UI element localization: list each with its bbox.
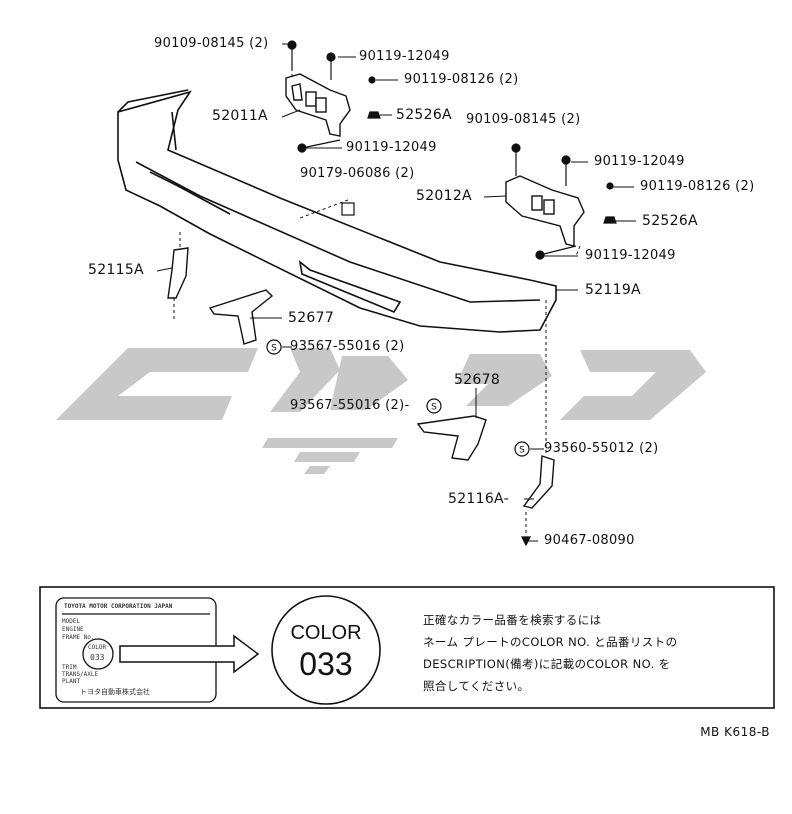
support-52677 xyxy=(208,289,274,345)
label-52526A-left: 52526A xyxy=(396,107,452,123)
color-code-number: 033 xyxy=(299,646,353,682)
plate-field-color: COLOR xyxy=(88,644,107,651)
plate-field-engine: ENGINE xyxy=(62,626,84,633)
plate-maker: トヨタ自動車株式会社 xyxy=(80,688,150,696)
label-93567-55016-left: 93567-55016 (2) xyxy=(290,339,405,354)
plate-field-model: MODEL xyxy=(62,618,81,625)
plate-field-trim: TRIM xyxy=(62,664,77,671)
s-mark-icons xyxy=(266,339,531,547)
label-90119-08126-right: 90119-08126 (2) xyxy=(640,179,755,194)
notice-line-2: ネーム プレートのCOLOR NO. と品番リストの xyxy=(423,635,678,649)
notice-line-3: DESCRIPTION(備考)に記載のCOLOR NO. を xyxy=(423,657,671,671)
plate-field-trans: TRANS/AXLE xyxy=(62,671,99,678)
bracket-52012A xyxy=(505,175,585,247)
stays-supports xyxy=(167,247,555,509)
label-90119-12049-right: 90119-12049 xyxy=(594,154,685,169)
label-90467-08090: 90467-08090 xyxy=(544,533,635,548)
stay-52115A xyxy=(167,247,189,299)
leader-lines xyxy=(173,50,581,534)
plate-field-frame: FRAME No. xyxy=(62,634,95,641)
label-52526A-right: 52526A xyxy=(642,213,698,229)
fasteners xyxy=(287,40,617,260)
color-code-circle xyxy=(271,595,381,705)
label-93567-55016-right: 93567-55016 (2)- xyxy=(290,398,410,413)
bumper-52119A xyxy=(117,89,557,333)
label-90109-08145-left: 90109-08145 (2) xyxy=(154,36,269,51)
notice-box xyxy=(39,586,775,709)
s-mark-icon: S xyxy=(519,446,525,456)
label-52116A: 52116A- xyxy=(448,491,509,507)
label-52119A: 52119A xyxy=(585,282,641,298)
label-90119-12049-a: 90119-12049 xyxy=(359,49,450,64)
label-52012A: 52012A xyxy=(416,188,472,204)
label-93560-55012: 93560-55012 (2) xyxy=(544,441,659,456)
label-90119-08126-left: 90119-08126 (2) xyxy=(404,72,519,87)
color-code-word: COLOR xyxy=(290,622,362,644)
footer-code: MB K618-B xyxy=(700,725,770,739)
label-90179-06086: 90179-06086 (2) xyxy=(300,166,415,181)
arrow-icon xyxy=(119,634,260,674)
s-mark-icon: S xyxy=(271,344,277,354)
label-52678: 52678 xyxy=(454,372,501,388)
notice-line-4: 照合してください。 xyxy=(423,679,530,693)
label-90119-12049-lower-left: 90119-12049 xyxy=(346,140,437,155)
plate-color-value: 033 xyxy=(90,653,105,662)
s-mark-icon: S xyxy=(431,403,437,413)
label-52115A: 52115A xyxy=(88,262,144,278)
support-52678 xyxy=(416,415,487,461)
watermark-logo xyxy=(56,348,706,474)
plate-field-plant: PLANT xyxy=(62,678,81,685)
stay-52116A xyxy=(522,455,555,509)
notice-line-1: 正確なカラー品番を検索するには xyxy=(423,613,602,627)
callout-lines xyxy=(156,43,636,542)
label-90119-12049-lower-right: 90119-12049 xyxy=(585,248,676,263)
label-90109-08145-right: 90109-08145 (2) xyxy=(466,112,581,127)
label-52011A: 52011A xyxy=(212,108,268,124)
plate-company: TOYOTA MOTOR CORPORATION JAPAN xyxy=(64,603,173,610)
label-52677: 52677 xyxy=(288,310,335,326)
bracket-52011A xyxy=(285,73,351,137)
